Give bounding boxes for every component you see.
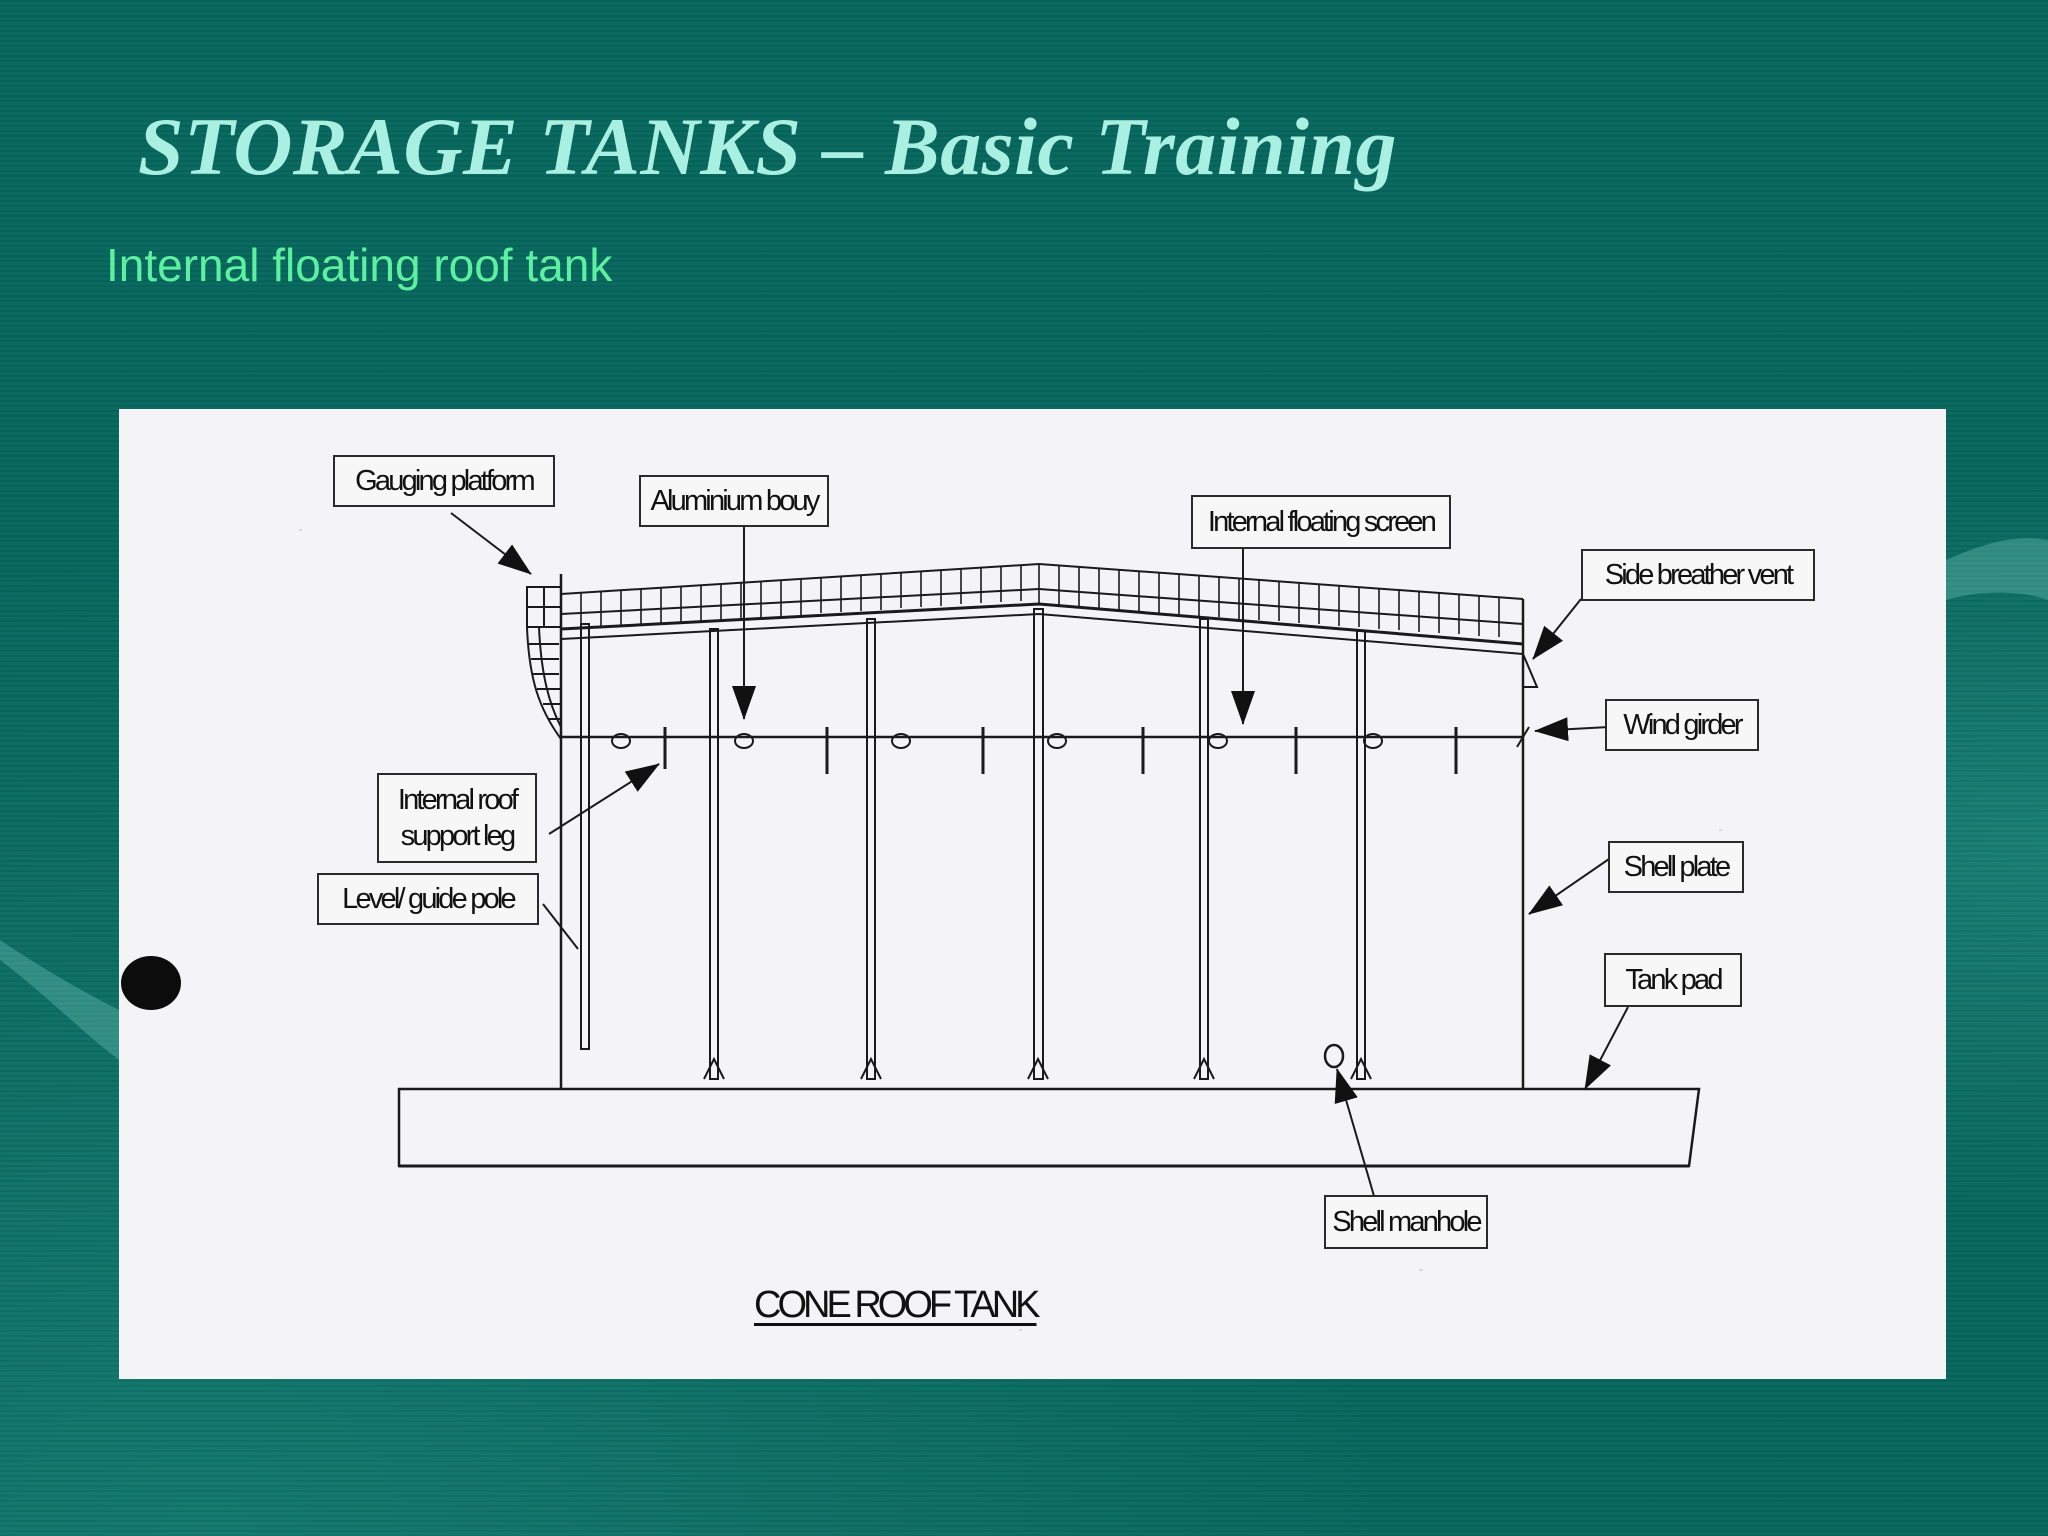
roof-columns — [703, 608, 1372, 1080]
diagram-caption: CONE ROOF TANK — [754, 1284, 1041, 1326]
wind-girder-mark — [1516, 726, 1530, 748]
shell-manhole — [1323, 1043, 1345, 1069]
tank-pad — [397, 1087, 1701, 1168]
label-aluminium-bouy: Aluminium bouy — [639, 475, 829, 527]
aluminium-buoys — [611, 733, 1383, 749]
label-shell-plate: Shell plate — [1608, 841, 1744, 893]
roof-support-legs — [663, 727, 1458, 774]
slide-subtitle: Internal floating roof tank — [106, 239, 613, 291]
label-internal-roof-support-leg: Internal roof support leg — [377, 773, 537, 863]
label-level-guide-pole: Level/ guide pole — [317, 873, 539, 925]
gauging-platform — [526, 586, 562, 740]
label-tank-pad: Tank pad — [1604, 953, 1742, 1007]
label-internal-floating-screen: Internal floating screen — [1191, 495, 1451, 549]
scan-noise — [299, 529, 1722, 1331]
slide-title: STORAGE TANKS – Basic Training — [138, 101, 1398, 192]
label-wind-girder: Wind girder — [1605, 699, 1759, 751]
tank-diagram: Gauging platform Aluminium bouy Internal… — [119, 409, 1946, 1379]
bullet-dot — [121, 956, 181, 1010]
tank-drawing — [299, 512, 1722, 1331]
label-gauging-platform: Gauging platform — [333, 455, 555, 507]
side-breather-vent — [1522, 653, 1539, 688]
label-side-breather-vent: Side breather vent — [1581, 549, 1815, 601]
level-guide-pole — [580, 623, 590, 1050]
label-shell-manhole: Shell manhole — [1324, 1195, 1488, 1249]
